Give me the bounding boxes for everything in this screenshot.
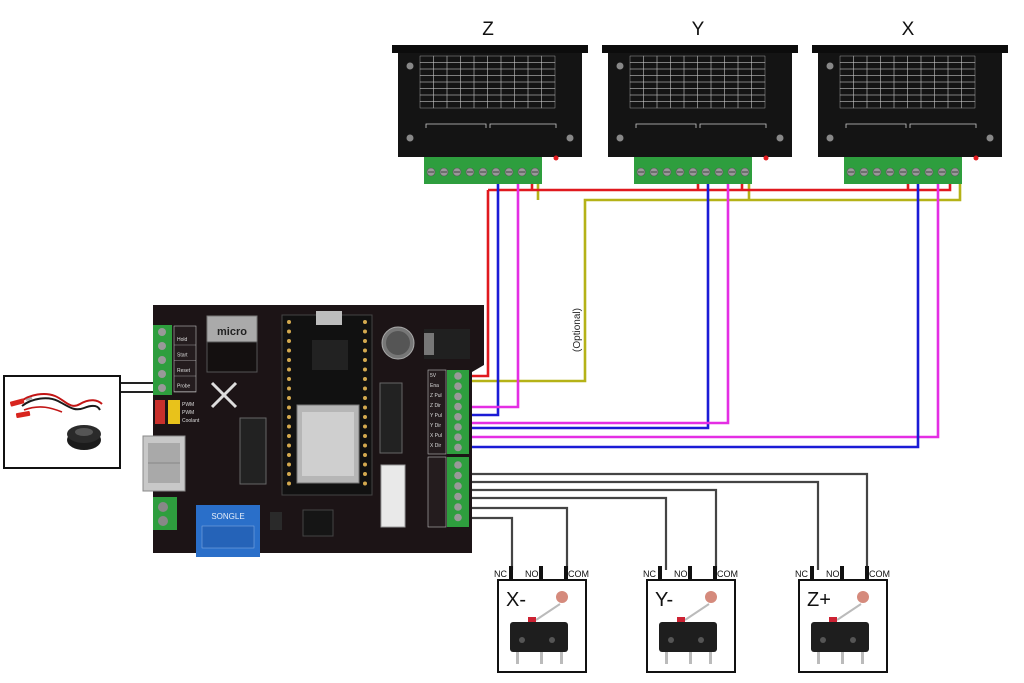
optional-label: (Optional) bbox=[572, 308, 583, 352]
dip-switch-table bbox=[629, 55, 766, 109]
microsd-slot bbox=[206, 315, 258, 343]
board-aux-label: Coolant bbox=[182, 418, 200, 424]
limit-switch-wires bbox=[468, 472, 869, 570]
switch-pin-com: COM bbox=[869, 569, 890, 579]
dip-switch-table bbox=[419, 55, 556, 109]
switch-pin-nc: NC bbox=[494, 569, 507, 579]
board-signal-label: Z Pul bbox=[430, 393, 442, 399]
board-signal-label: 5V bbox=[430, 373, 437, 379]
wire-x-com bbox=[468, 506, 569, 570]
usb-port bbox=[316, 311, 342, 325]
board-label-hold: Hold bbox=[177, 337, 188, 343]
wire-step-bus bbox=[488, 184, 952, 192]
wire-z-dir bbox=[468, 184, 500, 417]
board-signal-label: Ena bbox=[430, 383, 439, 389]
board-label-start: Start bbox=[177, 353, 188, 359]
wire-z-nc bbox=[468, 480, 820, 570]
right-terminal-block bbox=[447, 370, 469, 454]
usb-chip bbox=[312, 340, 348, 370]
limit-switch-label: X- bbox=[506, 589, 526, 611]
dip-switch-table bbox=[839, 55, 976, 109]
driver-label-y: Y bbox=[692, 19, 705, 40]
ic-chip-2 bbox=[379, 382, 403, 454]
board-aux-label: PWM bbox=[182, 410, 194, 416]
driver-label-z: Z bbox=[482, 19, 494, 40]
switch-pin-com: COM bbox=[568, 569, 589, 579]
svg-text:micro: micro bbox=[217, 326, 247, 338]
limit-switch-y-minus: NC NO COM Y- bbox=[643, 566, 738, 673]
board-signal-label: Z Dir bbox=[430, 403, 441, 409]
wire-x-nc bbox=[468, 516, 514, 570]
board-aux-label: PWM bbox=[182, 402, 194, 408]
driver-terminal-strip bbox=[844, 157, 962, 184]
signal-wires bbox=[468, 184, 962, 449]
probe-box bbox=[3, 375, 121, 469]
switch-pin-nc: NC bbox=[795, 569, 808, 579]
wire-y-nc bbox=[468, 496, 668, 570]
aux-connector-yellow bbox=[168, 400, 180, 424]
optocoupler-block bbox=[380, 464, 406, 528]
limit-switch-label: Z+ bbox=[807, 589, 831, 611]
board-signal-label: Y Dir bbox=[430, 423, 441, 429]
board-label-reset: Reset bbox=[177, 368, 191, 374]
stepper-driver-z: Z bbox=[392, 19, 588, 184]
wire-z-pul bbox=[468, 184, 520, 409]
microswitch-icon bbox=[659, 591, 717, 664]
board-label-probe: Probe bbox=[177, 384, 191, 390]
limit-terminal-block bbox=[447, 457, 469, 527]
board-signal-label: X Pul bbox=[430, 433, 442, 439]
probe bbox=[3, 375, 155, 469]
driver-body bbox=[608, 47, 792, 157]
board-signal-label: X Dir bbox=[430, 443, 441, 449]
stepper-driver-x: X bbox=[812, 19, 1008, 184]
aux-connector-red bbox=[155, 400, 165, 424]
ic-chip-1 bbox=[239, 417, 267, 485]
switch-pin-nc: NC bbox=[643, 569, 656, 579]
wire-y-dir bbox=[468, 184, 710, 430]
switch-pin-no: NO bbox=[826, 569, 840, 579]
driver-terminal-strip bbox=[634, 157, 752, 184]
limit-switch-x-minus: NC NO COM X- bbox=[494, 566, 589, 673]
driver-body bbox=[818, 47, 1002, 157]
board-signal-label: Y Pul bbox=[430, 413, 442, 419]
wire-z-com bbox=[468, 472, 869, 570]
driver-body bbox=[398, 47, 582, 157]
wire-x-pul bbox=[468, 184, 940, 439]
driver-label-x: X bbox=[902, 19, 915, 40]
microswitch-icon bbox=[811, 591, 869, 664]
wire-x-dir bbox=[468, 184, 920, 449]
driver-terminal-strip bbox=[424, 157, 542, 184]
tools-logo-icon bbox=[210, 381, 238, 409]
limit-switch-z-plus: NC NO COM Z+ bbox=[795, 566, 890, 673]
limit-switches: NC NO COM X- NC NO COM Y- NC NO COM Z+ bbox=[494, 566, 890, 673]
wire-y-com bbox=[468, 488, 718, 570]
wire-y-pul bbox=[468, 184, 730, 425]
switch-pin-com: COM bbox=[717, 569, 738, 579]
relay-text: SONGLE bbox=[211, 512, 244, 521]
probe-cable-icon bbox=[9, 393, 103, 450]
switch-pin-no: NO bbox=[674, 569, 688, 579]
wire-z-step-short bbox=[468, 190, 490, 378]
limit-switch-label: Y- bbox=[655, 589, 673, 611]
microswitch-icon bbox=[510, 591, 568, 664]
switch-pin-no: NO bbox=[525, 569, 539, 579]
stepper-driver-y: Y bbox=[602, 19, 798, 184]
wire-enable bbox=[468, 184, 962, 383]
